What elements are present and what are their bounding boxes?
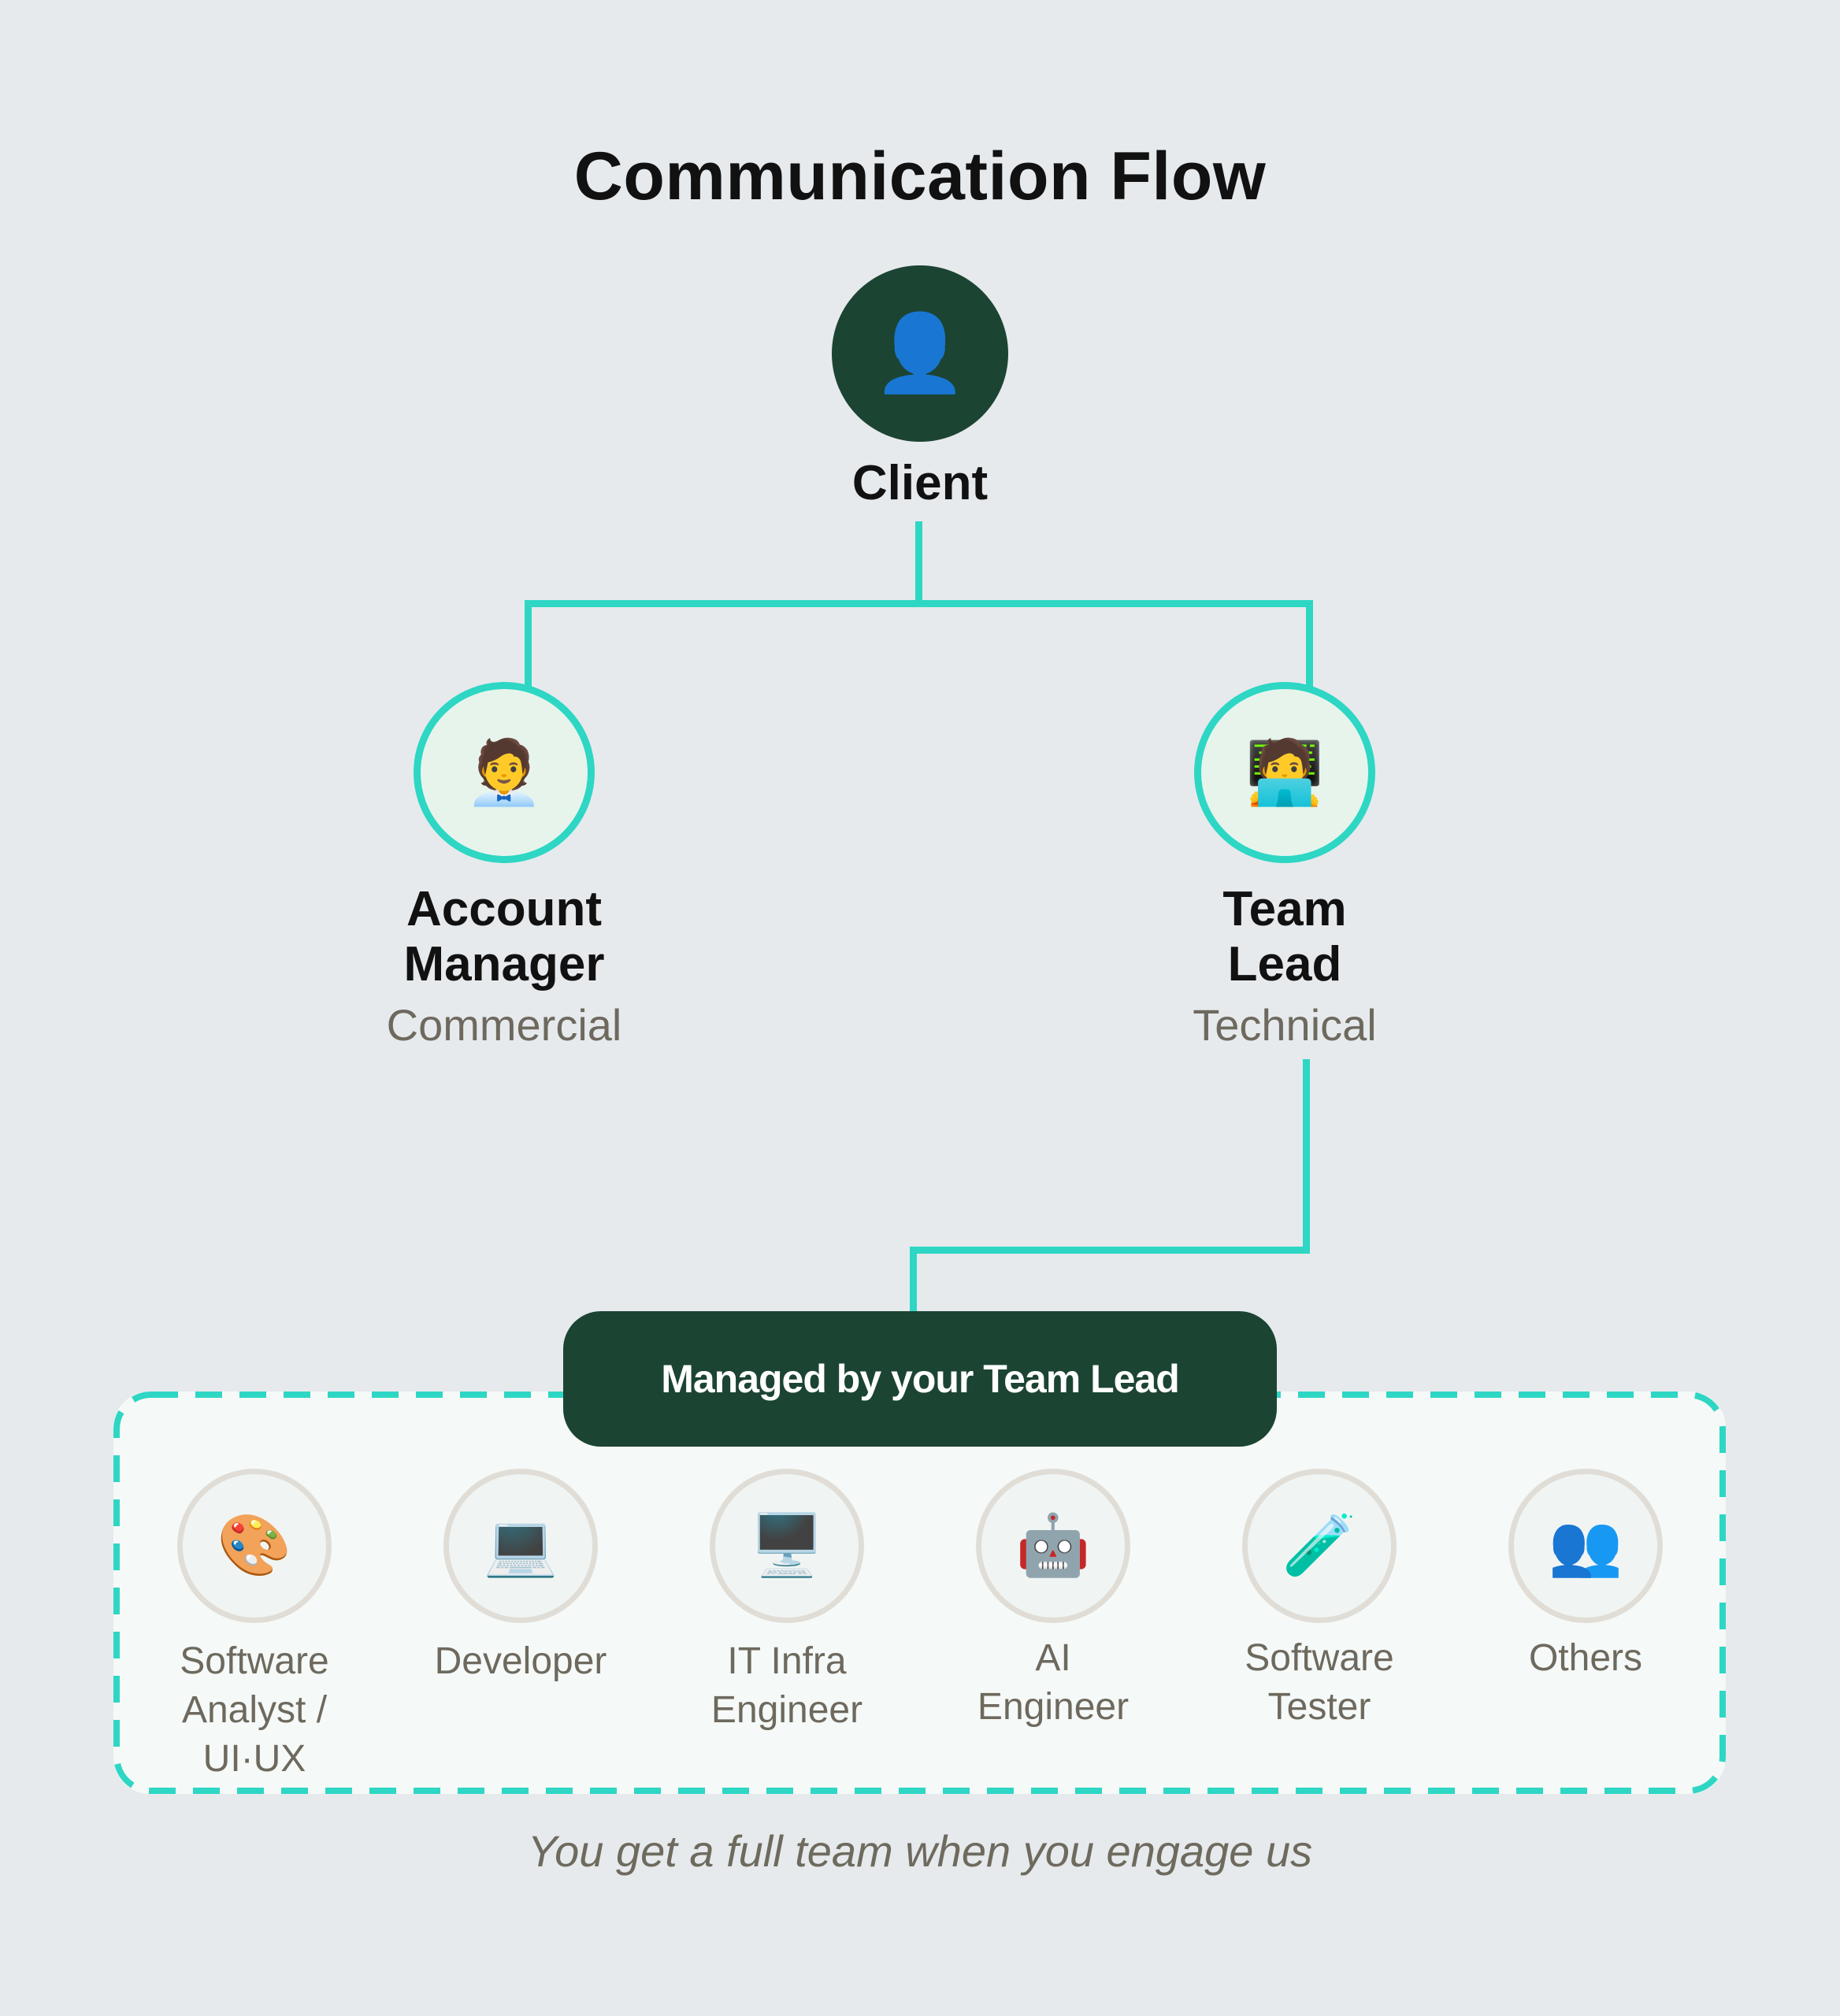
account-manager-title-line2: Manager	[403, 937, 605, 991]
team-member-others: 👥 Others	[1467, 1469, 1704, 1683]
team-member-it-infra-engineer: 🖥️ IT Infra Engineer	[669, 1469, 905, 1735]
desktop-computer-icon: 🖥️	[749, 1512, 825, 1579]
team-member-label: Software Tester	[1245, 1637, 1394, 1728]
bust-silhouette-icon: 👤	[873, 311, 967, 395]
connector-to-account-manager	[525, 600, 532, 687]
team-member-label: Software Analyst / UI·UX	[180, 1640, 329, 1780]
team-member-developer: 💻 Developer	[402, 1469, 639, 1686]
client-node: 👤	[832, 265, 1008, 442]
team-container	[113, 1392, 1726, 1794]
team-member-software-tester: 🧪 Software Tester	[1201, 1469, 1438, 1732]
connector-to-team-banner	[910, 1247, 917, 1314]
team-member-label: AI Engineer	[977, 1637, 1130, 1728]
page-title: Communication Flow	[573, 139, 1267, 214]
team-member-software-analyst: 🎨 Software Analyst / UI·UX	[136, 1469, 373, 1784]
team-lead-subtitle: Technical	[1193, 1000, 1377, 1050]
team-member-icon-circle: 💻	[443, 1469, 598, 1623]
connector-horizontal-bottom	[910, 1247, 1310, 1254]
team-lead-banner: Managed by your Team Lead	[563, 1311, 1277, 1447]
tagline: You get a full team when you engage us	[527, 1826, 1313, 1876]
technologist-icon: 🧑‍💻	[1245, 737, 1324, 807]
office-worker-icon: 🧑‍💼	[465, 737, 543, 807]
account-manager-subtitle: Commercial	[386, 1000, 622, 1050]
team-lead-title-line2: Lead	[1227, 937, 1342, 991]
connector-to-team-lead	[1306, 600, 1313, 687]
account-manager-title: Account Manager	[307, 882, 701, 992]
group-people-icon: 👥	[1548, 1512, 1623, 1579]
robot-icon: 🤖	[1015, 1512, 1091, 1579]
account-manager-node: 🧑‍💼	[414, 682, 595, 863]
account-manager-title-line1: Account	[406, 882, 602, 936]
team-member-icon-circle: 🤖	[976, 1469, 1130, 1623]
team-member-icon-circle: 👥	[1508, 1469, 1663, 1623]
team-lead-title-line1: Team	[1222, 882, 1347, 936]
connector-team-lead-down	[1303, 1059, 1310, 1254]
team-member-label: IT Infra Engineer	[710, 1640, 863, 1731]
artist-palette-icon: 🎨	[217, 1512, 292, 1579]
team-member-ai-engineer: 🤖 AI Engineer	[935, 1469, 1171, 1732]
team-lead-title: Team Lead	[1088, 882, 1482, 992]
test-tube-icon: 🧪	[1282, 1512, 1357, 1579]
team-member-icon-circle: 🎨	[177, 1469, 332, 1623]
team-member-label: Others	[1528, 1637, 1643, 1679]
connector-horizontal-top	[525, 600, 1313, 607]
team-member-icon-circle: 🖥️	[710, 1469, 864, 1623]
team-member-label: Developer	[434, 1640, 607, 1682]
client-label: Client	[851, 456, 989, 510]
laptop-icon: 💻	[483, 1512, 558, 1579]
team-lead-node: 🧑‍💻	[1194, 682, 1375, 863]
connector-client-down	[915, 521, 922, 606]
team-member-icon-circle: 🧪	[1242, 1469, 1397, 1623]
